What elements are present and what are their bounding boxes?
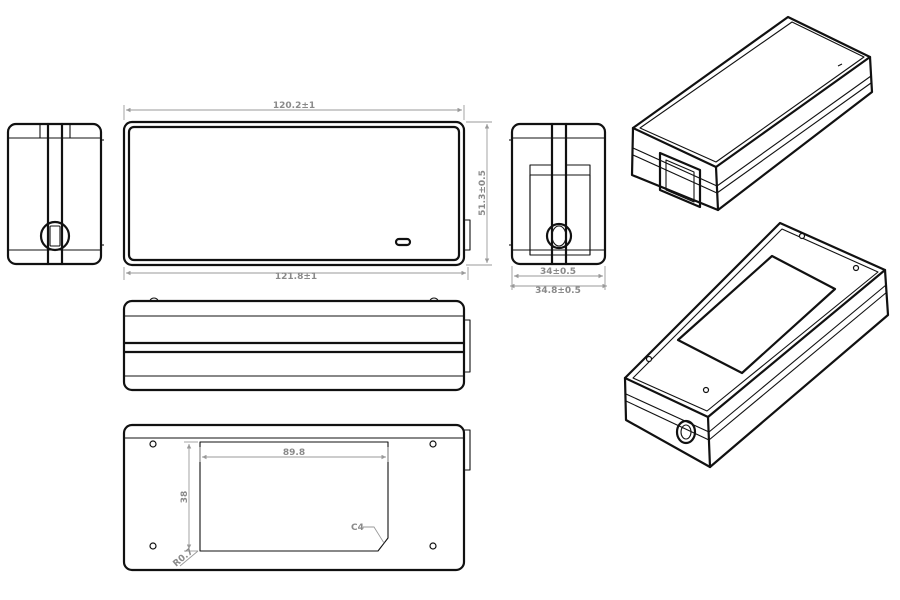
isometric-view-top bbox=[630, 15, 874, 212]
screw-hole bbox=[429, 440, 437, 448]
end-dimensions: 34±0.5 34.8±0.5 bbox=[510, 266, 607, 296]
screw-hole bbox=[149, 542, 157, 550]
dim-end-depth-outer: 34.8±0.5 bbox=[535, 286, 581, 296]
connector-port-icon bbox=[39, 220, 71, 252]
screw-hole bbox=[149, 440, 157, 448]
front-view bbox=[122, 120, 471, 267]
top-view bbox=[122, 297, 471, 392]
connector-port-icon bbox=[545, 222, 573, 250]
dim-label-height: 38 bbox=[180, 491, 190, 504]
led-indicator bbox=[394, 237, 412, 247]
left-end-view bbox=[6, 122, 104, 266]
dim-bottom-width: 121.8±1 bbox=[275, 272, 317, 282]
front-dimensions: 120.2±1 121.8±1 51.3±0.5 bbox=[123, 101, 492, 282]
isometric-view-bottom bbox=[623, 221, 890, 469]
bottom-dimensions: 89.8 38 C4 R0.7 bbox=[172, 441, 389, 569]
screw-hole bbox=[429, 542, 437, 550]
dim-height: 51.3±0.5 bbox=[478, 170, 488, 216]
dim-chamfer: C4 bbox=[351, 523, 364, 533]
dim-label-width: 89.8 bbox=[283, 448, 305, 458]
dim-corner-radius: R0.7 bbox=[172, 547, 196, 569]
dim-end-depth-inner: 34±0.5 bbox=[540, 267, 576, 277]
bottom-view bbox=[122, 423, 471, 572]
label-area bbox=[199, 441, 389, 552]
dim-top-width: 120.2±1 bbox=[273, 101, 315, 111]
right-end-view bbox=[509, 122, 607, 266]
